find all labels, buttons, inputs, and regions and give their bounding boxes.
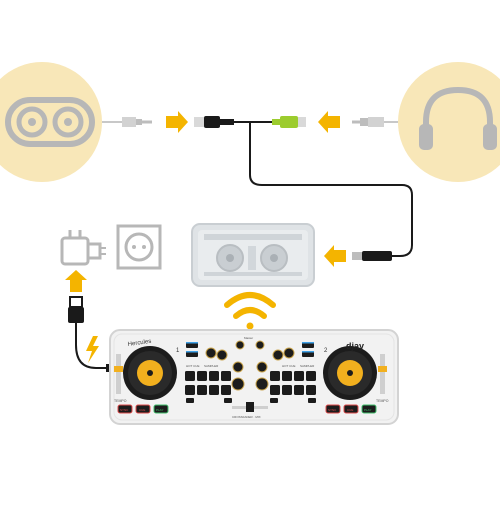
mode-label-hotcue-left: HOT CUE <box>186 364 199 368</box>
center-knobs[interactable] <box>205 340 295 391</box>
tablet-plug <box>352 251 392 261</box>
cue-label-right: CUE <box>347 408 353 412</box>
headphone-plug <box>352 117 400 127</box>
mode-label-sampler-right: SAMPLER <box>300 364 315 368</box>
transport-left[interactable] <box>117 404 169 414</box>
transport-right[interactable] <box>325 404 377 414</box>
power-adapter-icon <box>60 230 106 266</box>
splitter-cable <box>234 121 413 257</box>
arrow-up-icon <box>65 270 87 292</box>
arrow-left-icon <box>318 111 340 133</box>
jog-wheel-right[interactable] <box>323 346 377 400</box>
headphones-circle <box>398 62 500 182</box>
wall-socket-icon <box>116 224 162 270</box>
lightning-icon <box>86 336 99 363</box>
mode-label-hotcue-right: HOT CUE <box>282 364 295 368</box>
deck-number-left: 1 <box>176 348 180 354</box>
software-label: djay <box>346 341 364 351</box>
jog-wheel-left[interactable] <box>123 346 177 400</box>
crossfader[interactable] <box>232 402 268 412</box>
brand-label: Hercules <box>127 339 151 348</box>
speaker-icon <box>5 97 95 147</box>
deck-number-right: 2 <box>324 348 328 354</box>
tablet-app-icon <box>191 223 315 287</box>
tempo-label-left: TEMPO <box>114 399 127 403</box>
mode-label-sampler-left: SAMPLER <box>204 364 219 368</box>
pads-right[interactable] <box>270 371 316 395</box>
arrow-right-icon <box>166 111 188 133</box>
small-pads[interactable] <box>186 398 316 403</box>
black-jack-connector <box>194 116 234 128</box>
green-jack-connector <box>272 116 306 128</box>
arrow-left-tablet-icon <box>324 245 346 267</box>
usb-cable <box>75 323 108 369</box>
pitch-slider-left[interactable] <box>114 354 123 394</box>
wireless-signal-icon <box>224 292 276 330</box>
play-label-right: PLAY <box>364 408 371 412</box>
tempo-label-right: TEMPO <box>376 399 389 403</box>
sync-label-left: SYNC <box>120 408 129 412</box>
crossfader-label: CROSSFADER · MIX <box>232 415 261 419</box>
master-label: Master <box>244 336 253 340</box>
mode-buttons-left[interactable] <box>186 342 198 357</box>
play-label-left: PLAY <box>156 408 163 412</box>
pads-left[interactable] <box>185 371 231 395</box>
speaker-circle <box>0 62 102 182</box>
rca-plug-left <box>102 117 152 127</box>
cue-label-left: CUE <box>139 408 145 412</box>
mode-buttons-right[interactable] <box>302 342 314 357</box>
dj-controller: Hercules djay 1 2 TEMPO TEMPO <box>109 329 399 425</box>
pitch-slider-right[interactable] <box>378 354 387 394</box>
headphones-icon <box>419 86 497 150</box>
usb-plug-icon <box>68 296 84 323</box>
sync-label-right: SYNC <box>328 408 337 412</box>
